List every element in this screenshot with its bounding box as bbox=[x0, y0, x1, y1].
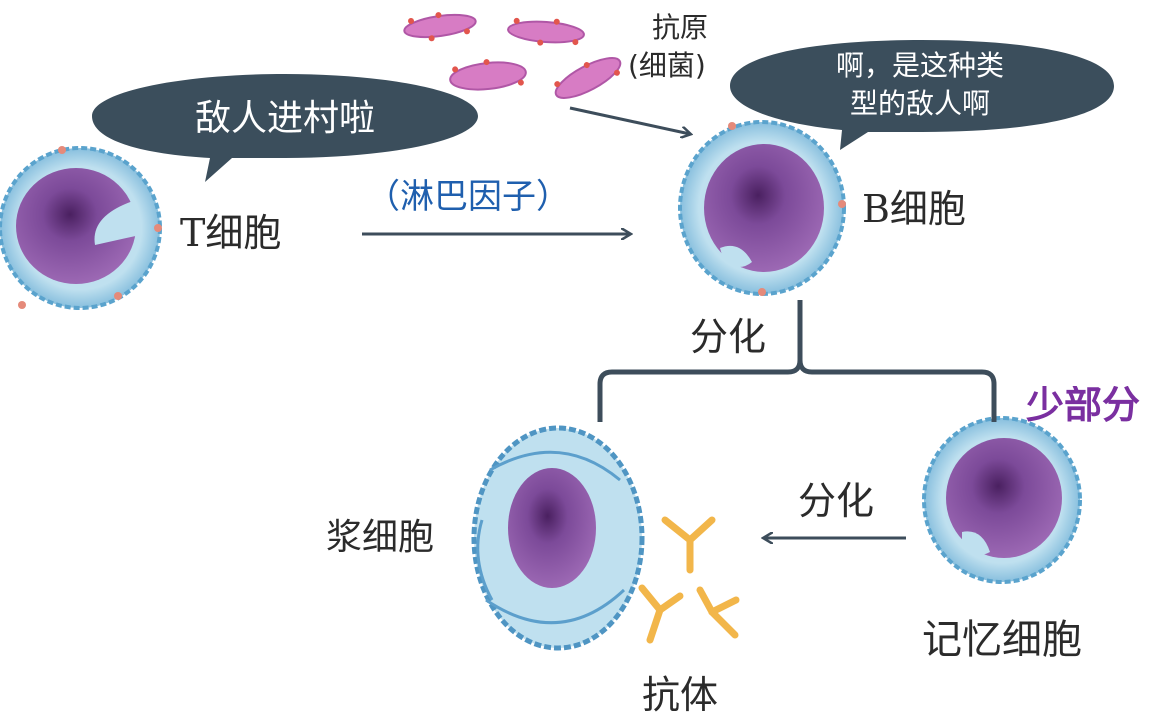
b-cell-label: B细胞 bbox=[862, 187, 966, 231]
antibody-label: 抗体 bbox=[642, 673, 719, 717]
memory-cell-label: 记忆细胞 bbox=[922, 617, 1082, 663]
bacterium bbox=[554, 57, 622, 99]
differentiate-label-top: 分化 bbox=[690, 315, 767, 359]
antigen-label: 抗原 bbox=[652, 11, 709, 44]
small-part-label: 少部分 bbox=[1026, 386, 1141, 424]
antigen-subtitle-label: (细菌) bbox=[628, 49, 706, 82]
bacterium bbox=[403, 12, 477, 42]
t-cell-label: T细胞 bbox=[180, 211, 282, 255]
antibody-cluster bbox=[638, 516, 740, 644]
antigen-bacteria-cluster bbox=[403, 12, 622, 99]
antibody bbox=[661, 516, 716, 574]
differentiate-label-bottom: 分化 bbox=[798, 479, 875, 523]
b-cell-speech-line1: 啊，是这种类 bbox=[835, 49, 1004, 82]
memory-cell bbox=[922, 416, 1082, 584]
antigen-to-b-cell-arrow bbox=[569, 106, 690, 134]
t-cell-speech-text: 敌人进村啦 bbox=[194, 98, 375, 139]
t-cell bbox=[0, 146, 162, 310]
plasma-cell-label: 浆细胞 bbox=[326, 517, 435, 558]
bacterium bbox=[449, 59, 527, 91]
t-cell-speech-bubble bbox=[92, 74, 478, 182]
bacterium bbox=[507, 17, 585, 46]
antibody bbox=[696, 586, 740, 639]
antibody bbox=[638, 584, 684, 644]
b-cell-speech-line2: 型的敌人啊 bbox=[849, 87, 990, 120]
lymphokine-label: （淋巴因子） bbox=[366, 177, 570, 217]
plasma-cell bbox=[471, 425, 645, 651]
b-cell-speech-bubble bbox=[730, 40, 1114, 150]
b-cell bbox=[678, 120, 846, 296]
differentiation-bracket bbox=[597, 300, 997, 422]
